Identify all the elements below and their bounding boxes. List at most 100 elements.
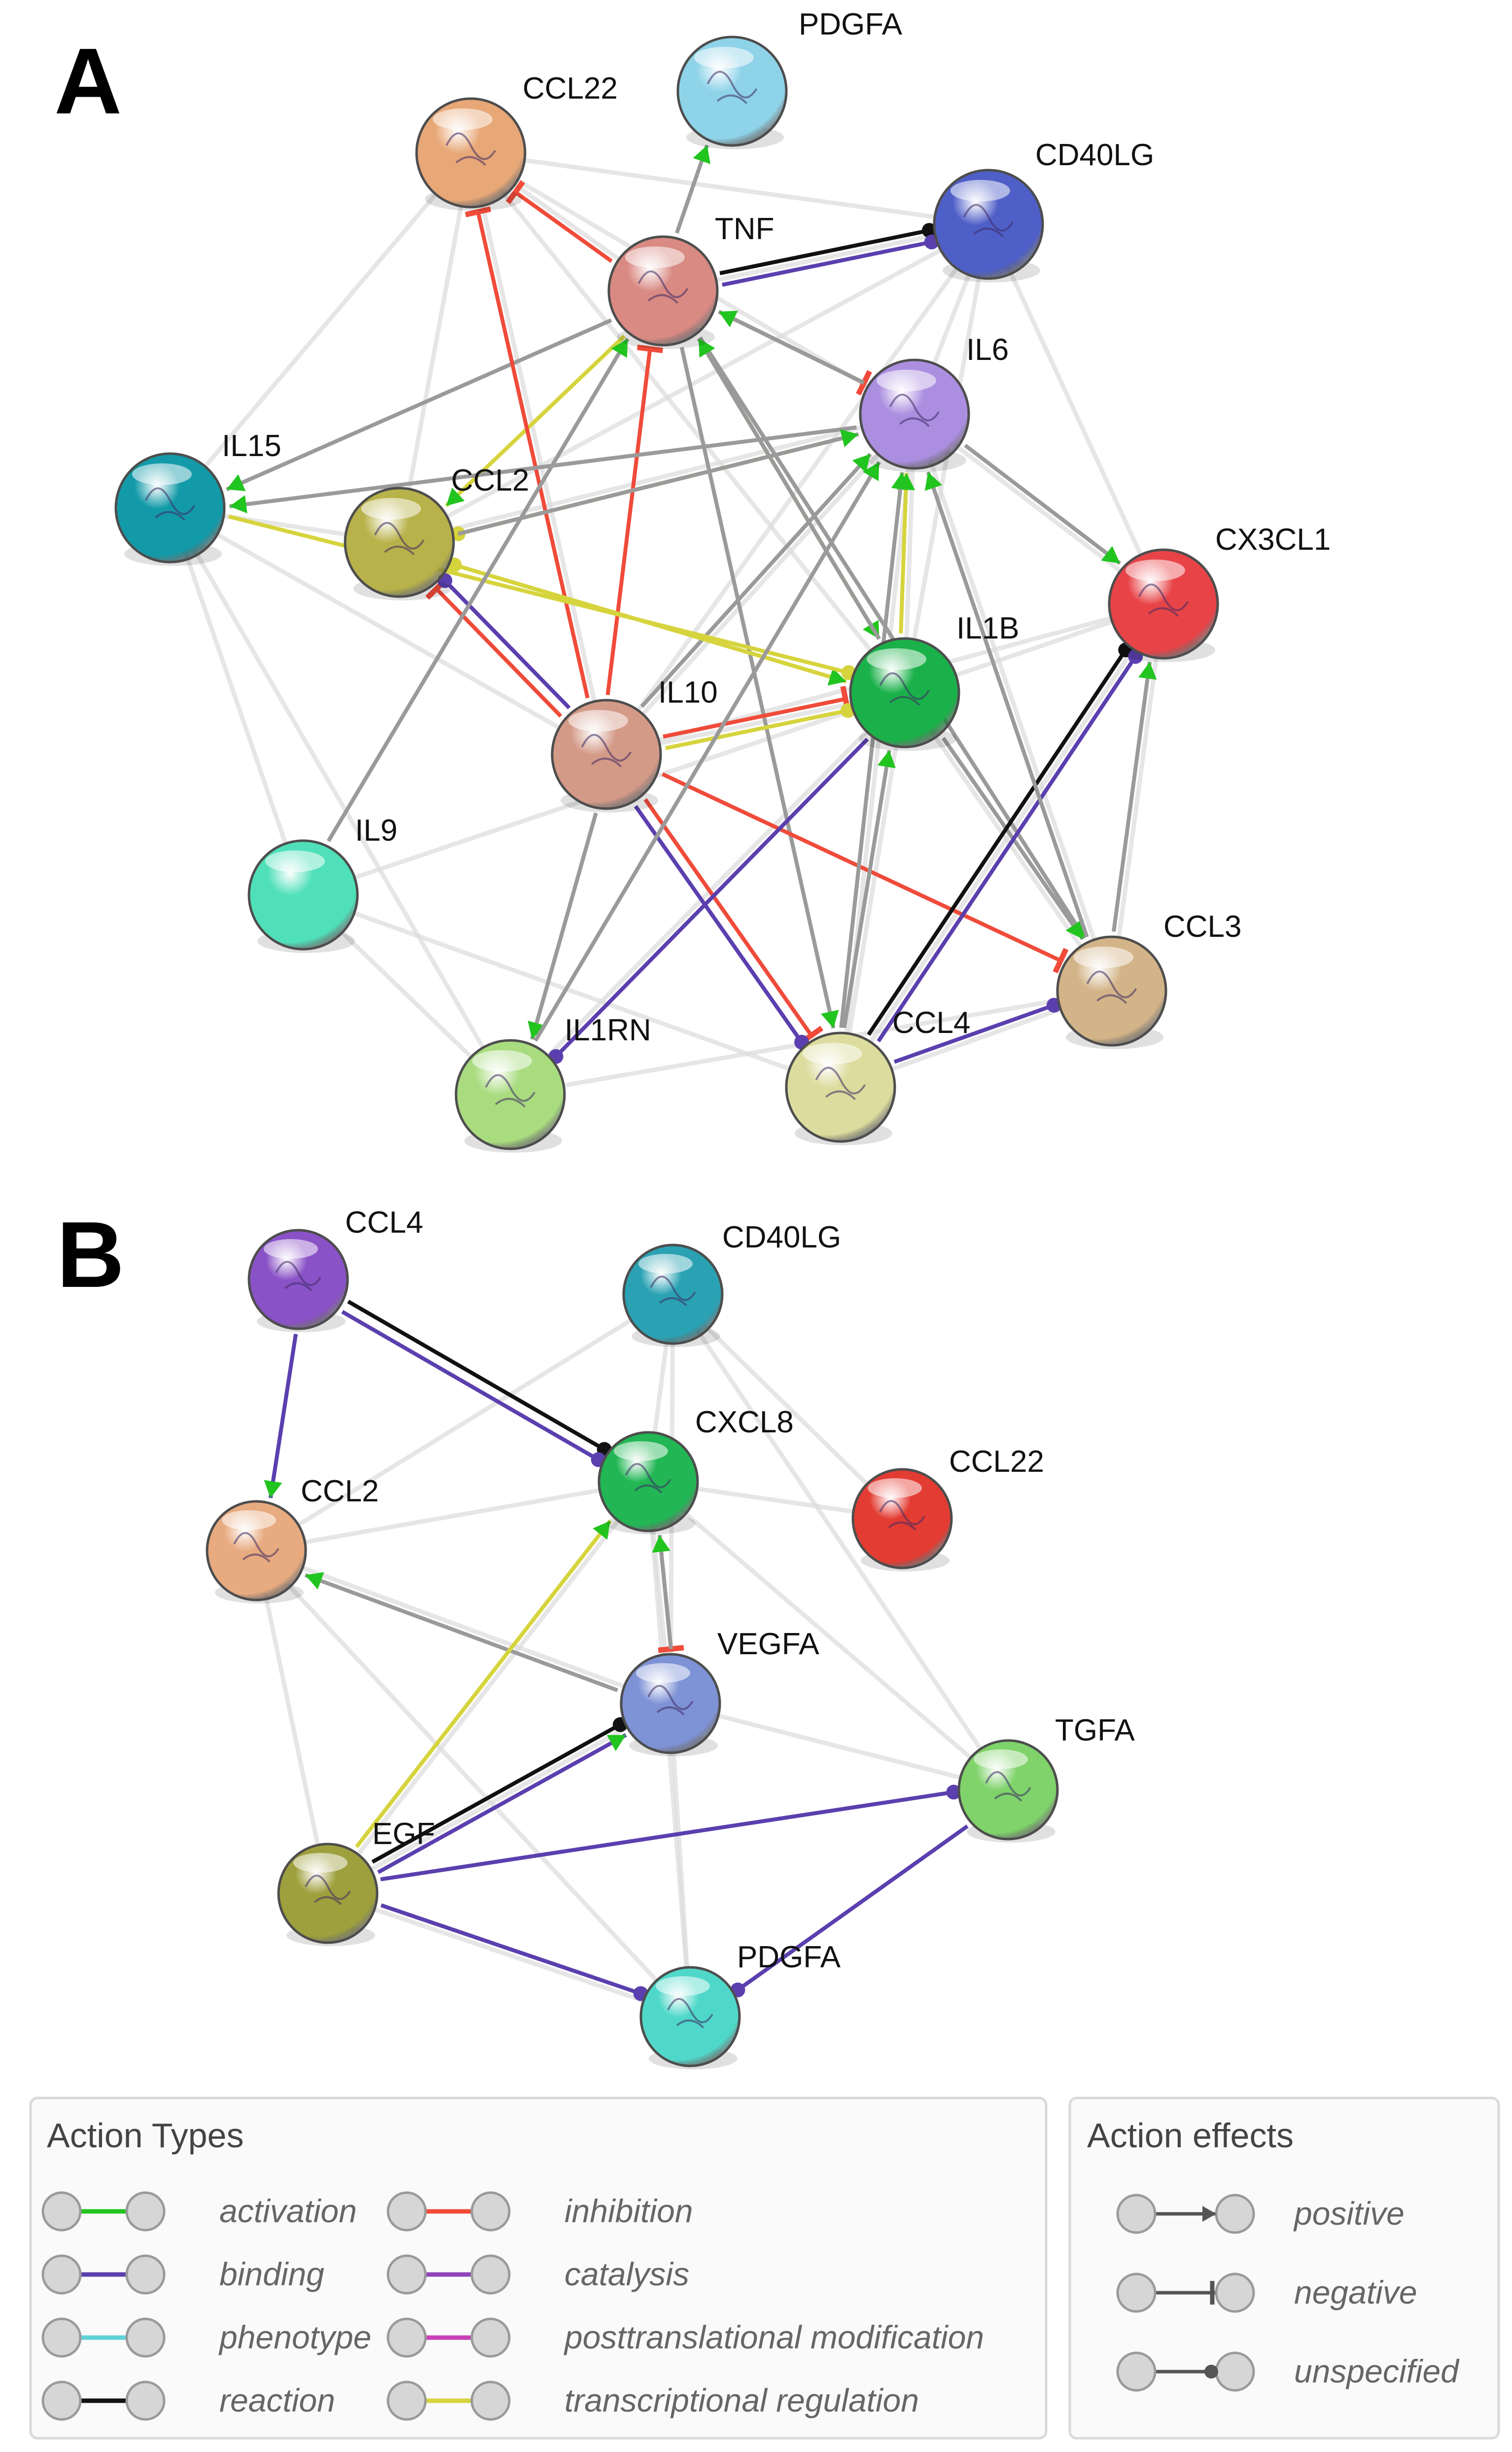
node-il1b[interactable]: IL1B (849, 611, 1020, 751)
legend-effect-label: negative (1294, 2274, 1417, 2310)
edge-ccl4-cxcl8 (347, 1300, 612, 1457)
association-line (327, 1891, 691, 2019)
node-label: EGF (372, 1817, 435, 1851)
node-highlight (636, 1663, 690, 1683)
node-label: PDGFA (737, 1940, 841, 1974)
arrowhead (891, 472, 910, 490)
node-ccl22[interactable]: CCL22 (851, 1445, 1044, 1571)
node-ccl4[interactable]: CCL4 (247, 1206, 423, 1332)
node-cxcl8[interactable]: CXCL8 (598, 1405, 794, 1534)
node-tgfa[interactable]: TGFA (957, 1713, 1135, 1843)
edge-egf-tgfa (380, 1784, 961, 1882)
association-line (398, 412, 915, 545)
edge-line (657, 1534, 673, 1649)
edge-line (514, 190, 613, 263)
edge-ccl4-ccl2 (264, 1333, 298, 1498)
node-pdgfa[interactable]: PDGFA (676, 7, 903, 149)
arrowhead (820, 1010, 839, 1029)
protein-structure-glyph (879, 1500, 925, 1530)
protein-structure-glyph (889, 393, 940, 427)
edge-line (443, 579, 571, 710)
protein-structure-glyph (485, 1074, 536, 1108)
edge-line (665, 709, 848, 750)
node-label: CD40LG (722, 1220, 841, 1254)
legend-type-label: phenotype (218, 2319, 371, 2355)
edge-line (839, 472, 904, 1028)
legend-node-icon (1215, 2273, 1255, 2313)
arrowhead (877, 750, 896, 769)
protein-structure-glyph (985, 1771, 1031, 1802)
legend-effect-label: positive (1293, 2195, 1405, 2232)
node-label: CCL22 (523, 71, 618, 106)
legend-node-icon (1116, 2194, 1157, 2234)
node-ccl3[interactable]: CCL3 (1056, 910, 1242, 1049)
protein-structure-glyph (305, 1875, 351, 1905)
node-cd40lg[interactable]: CD40LG (933, 138, 1154, 283)
association-line (254, 1549, 692, 2019)
node-ccl2[interactable]: CCL2 (344, 463, 529, 601)
protein-structure-glyph (1086, 970, 1137, 1004)
arrowhead (264, 1480, 282, 1498)
node-pdgfa[interactable]: PDGFA (639, 1940, 841, 2069)
node-il1rn[interactable]: IL1RN (455, 1013, 651, 1153)
edge-line (643, 798, 813, 1037)
node-ccl22[interactable]: CCL22 (415, 71, 618, 211)
unspecified-dot (946, 1784, 961, 1800)
edge-line (380, 1903, 642, 1996)
legend-type-activation: activation (41, 2191, 357, 2232)
edge-il6-tnf (718, 310, 865, 385)
association-line (671, 1292, 904, 1521)
arrow-marker-icon (1202, 2206, 1216, 2222)
edge-line (679, 347, 836, 1029)
legend-node-icon (470, 2381, 511, 2421)
node-label: PDGFA (799, 7, 903, 41)
node-egf[interactable]: EGF (277, 1817, 435, 1946)
node-highlight (625, 246, 685, 268)
edge-il10-il1rn (527, 812, 598, 1040)
edge-line (341, 1310, 599, 1461)
node-il6[interactable]: IL6 (859, 333, 1009, 472)
node-label: IL10 (658, 675, 718, 710)
legend-type-phenotype: phenotype (41, 2317, 371, 2358)
node-vegfa[interactable]: VEGFA (620, 1627, 819, 1756)
node-il9[interactable]: IL9 (247, 814, 397, 953)
node-label: IL9 (355, 814, 397, 848)
arrowhead (862, 462, 879, 481)
unspecified-dot (922, 223, 937, 238)
node-ccl2[interactable]: CCL2 (206, 1474, 379, 1603)
edge-line (605, 349, 652, 695)
edge-ccl4-il1b (842, 749, 896, 1029)
edge-il9-tnf (326, 337, 630, 842)
protein-structure-glyph (581, 734, 632, 768)
association-line (986, 223, 1166, 605)
node-label: TNF (715, 212, 774, 246)
node-cd40lg[interactable]: CD40LG (622, 1220, 841, 1347)
legend-type-label: reaction (219, 2382, 335, 2418)
edge-line (926, 471, 1089, 938)
edge-il10-tnf (605, 345, 663, 695)
arrowhead (719, 311, 738, 327)
node-cx3cl1[interactable]: CX3CL1 (1108, 523, 1331, 662)
node-label: CCL4 (892, 1006, 971, 1040)
inhibition-bar (1053, 948, 1069, 974)
edge-line (722, 240, 932, 287)
node-highlight (265, 850, 325, 872)
node-highlight (132, 463, 192, 485)
node-tnf[interactable]: TNF (607, 212, 774, 349)
dot-marker-icon (1204, 2365, 1218, 2379)
legend-node-icon (41, 2191, 82, 2232)
legend-node-icon (125, 2381, 166, 2421)
node-il10[interactable]: IL10 (551, 675, 718, 813)
node-highlight (694, 46, 754, 69)
legend-type-catalysis: catalysis (387, 2254, 689, 2295)
edge-line (867, 648, 1127, 1036)
arrowhead (229, 495, 247, 514)
association-line (903, 691, 1114, 993)
action-effects-title: Action effects (1087, 2116, 1294, 2155)
legend-type-label: activation (219, 2193, 357, 2229)
legend-node-icon (1116, 2273, 1157, 2313)
legend-type-posttranslational-modification: posttranslational modification (387, 2317, 984, 2358)
node-label: TGFA (1055, 1713, 1135, 1747)
node-ccl4[interactable]: CCL4 (785, 1006, 971, 1145)
node-il15[interactable]: IL15 (114, 429, 281, 566)
